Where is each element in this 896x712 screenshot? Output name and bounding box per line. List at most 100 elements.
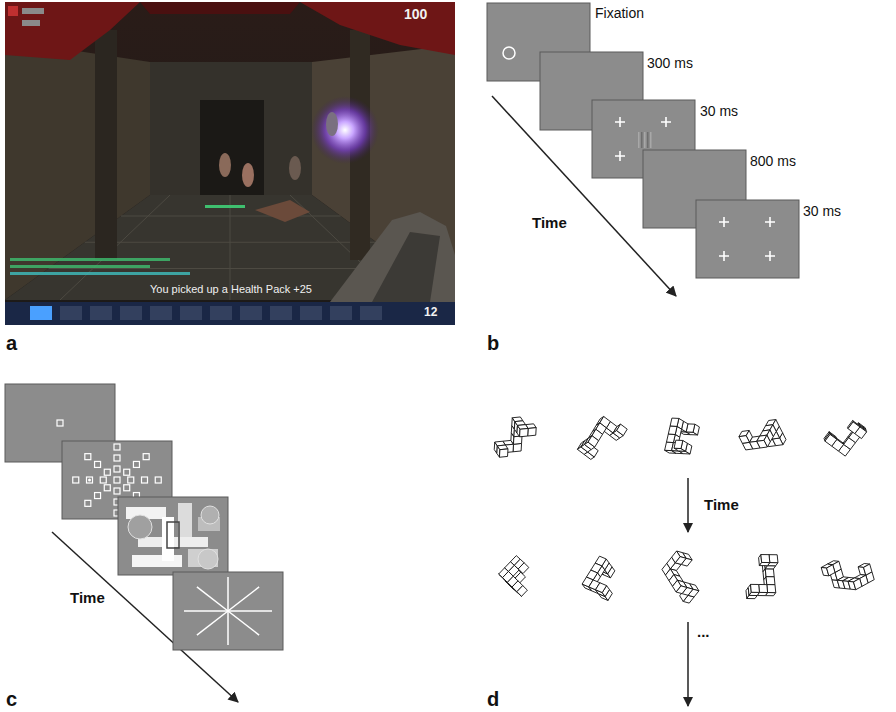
cube-face [757, 440, 768, 448]
panel-letter: c [6, 688, 17, 710]
mask-shape [132, 555, 182, 567]
grating [638, 132, 640, 148]
hud-icon [210, 306, 232, 320]
search-item [87, 477, 93, 483]
response-line [227, 611, 229, 645]
cross-symbol [615, 117, 625, 127]
cube-face [759, 584, 768, 592]
cube-face [766, 577, 775, 585]
rotation-stimulus [662, 551, 699, 603]
time-label: Fixation [595, 6, 644, 21]
cube-face [518, 563, 529, 574]
cube-face [666, 434, 675, 442]
panel-letter: a [6, 332, 17, 354]
floor-line [85, 242, 377, 243]
game-screenshot [5, 2, 455, 325]
rotation-stimulus [739, 420, 786, 450]
cross-symbol [719, 251, 729, 261]
rotation-stimulus [499, 556, 529, 597]
cube-face [670, 418, 679, 426]
search-item [128, 477, 134, 483]
search-item [124, 485, 130, 491]
cube-face [668, 426, 677, 434]
axis-label: Time [532, 215, 567, 232]
chat-line [10, 265, 150, 268]
fixation-square [57, 420, 63, 426]
hud-icon [8, 6, 18, 16]
curtain [5, 2, 140, 60]
time-label: 30 ms [803, 204, 841, 219]
rotation-stimulus [494, 417, 536, 457]
grating [647, 132, 649, 148]
search-item [142, 477, 148, 483]
weapon [330, 212, 455, 302]
cube-face [767, 585, 776, 593]
rotation-stimulus [582, 556, 615, 600]
hud-icon [22, 20, 40, 26]
time-label: 300 ms [647, 56, 693, 71]
hud-icon [180, 306, 202, 320]
player-figure [326, 112, 338, 136]
weapon [372, 232, 440, 302]
grating [644, 132, 646, 148]
hud-icon [300, 306, 322, 320]
screen-frame [118, 497, 228, 575]
name-tag [205, 205, 245, 208]
player-figure [219, 153, 231, 177]
fixation-circle [503, 47, 515, 59]
cross-symbol [615, 151, 625, 161]
response-line [197, 611, 228, 635]
game-message: You picked up a Health Pack +25 [150, 283, 312, 295]
hud-icon [90, 306, 112, 320]
corridor [200, 100, 264, 195]
cube-face [588, 436, 599, 447]
mask-shape [128, 515, 152, 539]
cube-face [765, 569, 774, 577]
search-item [95, 461, 101, 467]
search-item [114, 466, 120, 472]
time-arrow [687, 478, 689, 532]
scene-ground [5, 2, 455, 325]
cube-face [503, 571, 514, 582]
hud-number: 100 [404, 7, 427, 22]
screen [696, 200, 799, 278]
ellipsis: ... [697, 624, 710, 641]
curtain [300, 2, 455, 55]
floor-line [121, 216, 341, 217]
hud-icon [120, 306, 142, 320]
screen [173, 572, 283, 650]
search-item [104, 469, 110, 475]
player-figure [242, 163, 254, 187]
panel-letter: d [487, 688, 499, 710]
search-item [85, 454, 91, 460]
fallen-figure [255, 200, 310, 222]
hud-bar [5, 302, 455, 325]
hud-icon [60, 306, 82, 320]
cube-face [672, 551, 680, 563]
search-item [104, 485, 110, 491]
search-item [114, 444, 120, 450]
mask-shape [198, 549, 218, 569]
search-item [114, 488, 120, 494]
cube-face [499, 449, 508, 457]
rotation-stimulus [746, 555, 778, 599]
cube-face [673, 580, 681, 592]
hud-icon [30, 306, 52, 320]
time-arrow [687, 622, 689, 706]
cube-face [853, 579, 861, 590]
search-item [143, 454, 149, 460]
screen-frame [173, 572, 283, 650]
time-label: 30 ms [700, 104, 738, 119]
search-item [85, 500, 91, 506]
cross-symbol [765, 251, 775, 261]
cross-symbol [719, 217, 729, 227]
response-line [184, 610, 228, 612]
grating [641, 132, 643, 148]
hud-icon [22, 8, 44, 14]
target-dot [88, 479, 91, 482]
cube-face [769, 555, 778, 563]
energy-glow [311, 96, 379, 164]
rotation-stimulus [577, 416, 627, 459]
